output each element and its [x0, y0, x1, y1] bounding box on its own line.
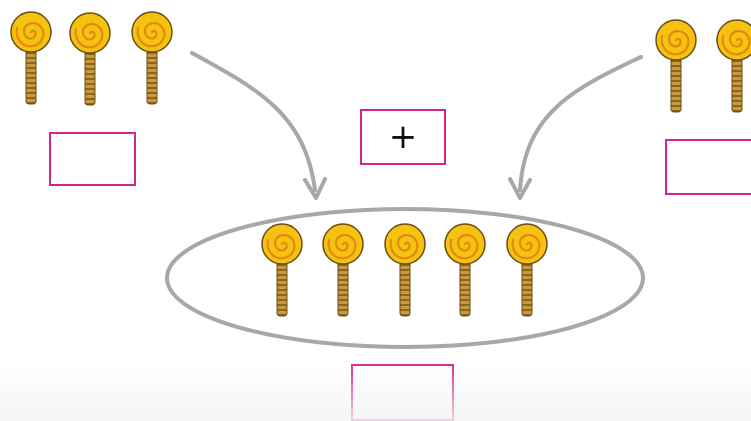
- right-arrow-icon: [518, 55, 643, 192]
- left-arrow-icon: [190, 51, 317, 192]
- lollipop-icon: [130, 10, 174, 106]
- total-group-ellipse: [165, 207, 645, 349]
- right-answer-box[interactable]: [665, 139, 751, 195]
- lollipop-icon: [9, 10, 53, 106]
- bottom-fade: [0, 360, 751, 421]
- right-arrow-head-icon: [508, 177, 532, 200]
- lollipop-icon: [505, 222, 549, 318]
- lollipop-icon: [654, 18, 698, 114]
- lollipop-icon: [260, 222, 304, 318]
- lollipop-icon: [321, 222, 365, 318]
- lollipop-icon: [68, 11, 112, 107]
- lollipop-icon: [715, 18, 751, 114]
- left-answer-box[interactable]: [49, 132, 136, 186]
- left-arrow-head-icon: [303, 177, 327, 200]
- operator-box: +: [360, 109, 446, 165]
- arrows: [190, 51, 643, 200]
- lollipop-icon: [443, 222, 487, 318]
- big-ellipse-group: [165, 207, 645, 349]
- lollipop-icon: [383, 222, 427, 318]
- plus-sign: +: [388, 117, 418, 157]
